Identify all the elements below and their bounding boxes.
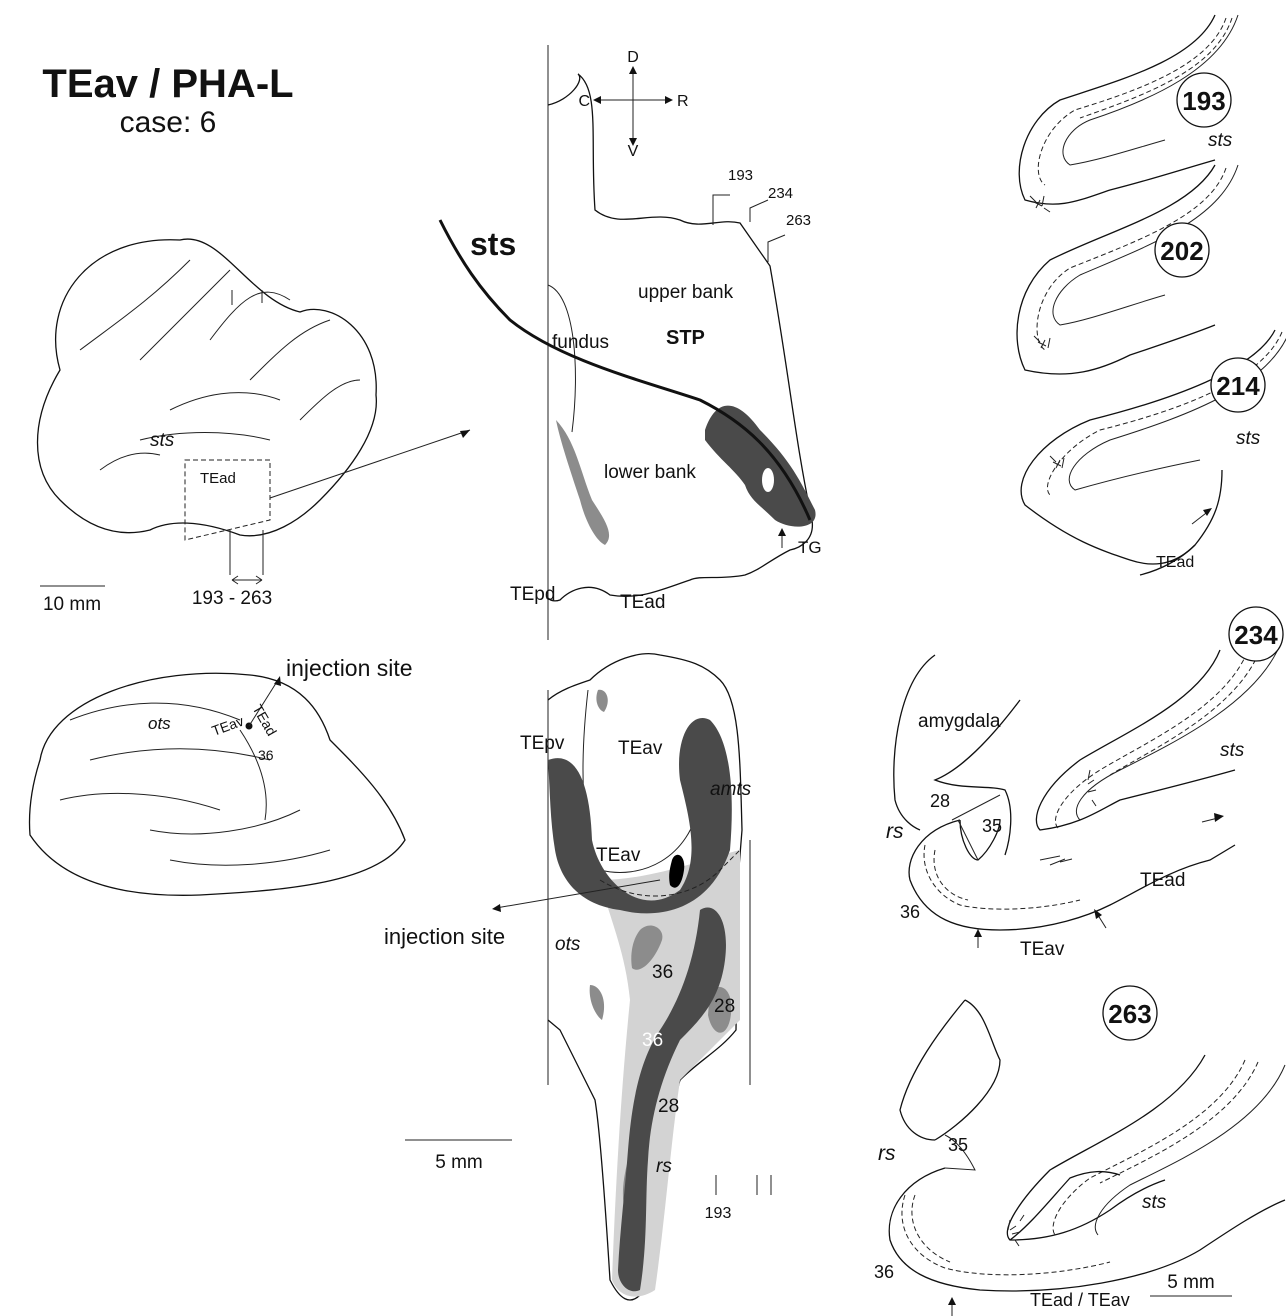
lower-rs-label: rs xyxy=(656,1156,672,1177)
amygdala-label: amygdala xyxy=(918,711,1001,732)
section-193-number: 193 xyxy=(1182,86,1225,116)
section-234-28: 28 xyxy=(930,791,950,811)
upper-tead-label: TEad xyxy=(620,592,665,613)
section-214-tead: TEad xyxy=(1156,554,1194,571)
tg-label: TG xyxy=(798,538,822,557)
section-234-rs: rs xyxy=(886,820,904,843)
section-263-rs: rs xyxy=(878,1142,896,1165)
compass xyxy=(593,66,673,146)
tepv-label: TEpv xyxy=(520,733,565,754)
section-263-number: 263 xyxy=(1108,999,1151,1029)
ventral-teav-label: TEav xyxy=(210,713,246,739)
section-214-number: 214 xyxy=(1216,371,1260,401)
lower-bank-label: lower bank xyxy=(604,462,696,483)
ventral-ots-label: ots xyxy=(148,714,171,733)
figure-title: TEav / PHA-L xyxy=(42,62,293,106)
lower-teav-mid-label: TEav xyxy=(596,845,641,866)
lower-28-label: 28 xyxy=(714,996,735,1017)
upper-sts-label: sts xyxy=(470,226,516,262)
ventral-injection-label: injection site xyxy=(286,655,413,681)
section-263-sts: sts xyxy=(1142,1192,1167,1213)
section-234-36: 36 xyxy=(900,902,920,922)
lateral-brain xyxy=(38,239,471,586)
upper-bank-label: upper bank xyxy=(638,282,734,303)
section-263-35: 35 xyxy=(948,1135,968,1155)
upper-section-263: 263 xyxy=(786,212,811,229)
figure-subtitle: case: 6 xyxy=(120,106,217,139)
lower-36b-label: 36 xyxy=(642,1030,663,1051)
lower-section-193: 193 xyxy=(705,1205,732,1222)
amts-label: amts xyxy=(710,779,752,800)
ventral-brain xyxy=(29,673,405,895)
section-214-sts: sts xyxy=(1236,428,1261,449)
lower-28b-label: 28 xyxy=(658,1096,679,1117)
section-263-36: 36 xyxy=(874,1262,894,1282)
section-234-tead: TEad xyxy=(1140,870,1185,891)
section-range-label: 193 - 263 xyxy=(192,588,272,609)
section-234-teav: TEav xyxy=(1020,939,1065,960)
lateral-scale-label: 10 mm xyxy=(43,594,101,615)
ventral-36-label: 36 xyxy=(258,747,274,763)
section-234-35: 35 xyxy=(982,816,1002,836)
section-193-sts: sts xyxy=(1208,130,1233,151)
section-stack xyxy=(1017,15,1286,575)
section-234 xyxy=(894,607,1283,948)
lower-injection-label: injection site xyxy=(384,924,505,949)
ventral-tead-label: TEad xyxy=(249,702,280,739)
stp-label: STP xyxy=(666,327,705,349)
lower-scale-label: 5 mm xyxy=(435,1152,483,1173)
lower-ots-label: ots xyxy=(555,934,581,955)
upper-section-234: 234 xyxy=(768,185,793,202)
compass-d: D xyxy=(627,49,639,66)
section-263-area-label: TEad / TEav xyxy=(1030,1290,1130,1310)
lower-teav-top-label: TEav xyxy=(618,738,663,759)
compass-r: R xyxy=(677,93,689,110)
section-202-number: 202 xyxy=(1160,236,1203,266)
lateral-sts-label: sts xyxy=(150,430,175,451)
fundus-label: fundus xyxy=(552,332,609,353)
lower-map xyxy=(405,654,771,1300)
tepd-label: TEpd xyxy=(510,584,555,605)
lateral-tead-label: TEad xyxy=(200,470,236,487)
compass-c: C xyxy=(578,93,590,110)
compass-v: V xyxy=(628,143,639,160)
lower-36-label: 36 xyxy=(652,962,673,983)
upper-section-193: 193 xyxy=(728,167,753,184)
section-234-sts: sts xyxy=(1220,740,1245,761)
section-263-scale: 5 mm xyxy=(1167,1272,1215,1293)
upper-map xyxy=(440,45,816,640)
section-234-number: 234 xyxy=(1234,620,1278,650)
